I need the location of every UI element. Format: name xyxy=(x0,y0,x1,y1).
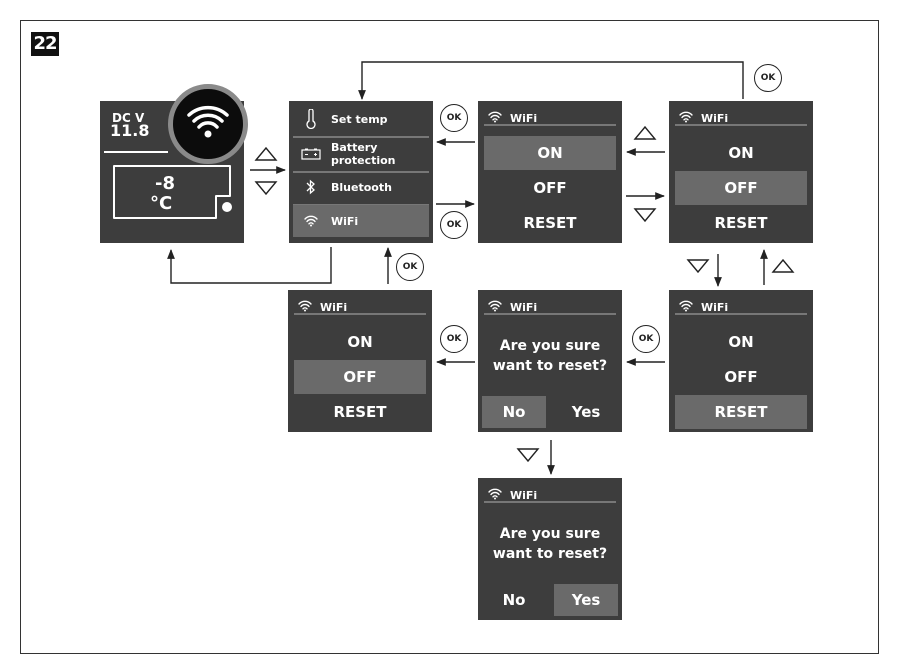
option-2[interactable]: RESET xyxy=(714,214,768,232)
voltage-label: DC V xyxy=(112,111,145,125)
divider xyxy=(484,124,616,126)
divider xyxy=(104,151,168,153)
wifi-icon xyxy=(488,488,502,503)
screen-header: WiFi xyxy=(488,111,537,126)
up-button-icon xyxy=(254,146,278,161)
down-button-icon xyxy=(516,448,540,463)
divider xyxy=(675,124,807,126)
thermometer-icon xyxy=(301,109,321,129)
home-screen: DC V 11.8 -8 °C xyxy=(100,101,244,243)
option-2[interactable]: RESET xyxy=(523,214,577,232)
screen-title: WiFi xyxy=(510,112,538,125)
wifi-icon xyxy=(301,215,321,227)
temp-frame-icon xyxy=(113,165,232,219)
down-button-icon xyxy=(254,181,278,196)
question-line: Are you sure xyxy=(499,338,601,354)
yes-button[interactable]: Yes xyxy=(571,403,601,421)
confirm-question: Are you sure want to reset? xyxy=(478,524,622,564)
battery-icon xyxy=(301,148,321,160)
menu-item-1[interactable]: Battery protection xyxy=(293,138,429,170)
confirm-question: Are you sure want to reset? xyxy=(478,336,622,376)
ok-button-icon: OK xyxy=(632,325,660,353)
figure-frame xyxy=(20,20,879,654)
option-0[interactable]: ON xyxy=(728,144,754,162)
ok-button-icon: OK xyxy=(396,253,424,281)
divider xyxy=(675,313,807,315)
screen-header: WiFi xyxy=(679,111,728,126)
option-0[interactable]: ON xyxy=(728,333,754,351)
menu-item-label: Set temp xyxy=(331,112,388,126)
figure-number: 22 xyxy=(31,32,59,56)
divider xyxy=(293,171,429,173)
arrow-back-to-menu xyxy=(358,61,744,100)
wifi-icon xyxy=(679,300,693,315)
menu-item-label: Battery protection xyxy=(331,141,396,167)
option-2[interactable]: RESET xyxy=(675,395,807,429)
down-button-icon xyxy=(686,259,710,274)
screen-header: WiFi xyxy=(298,300,347,315)
screen-title: WiFi xyxy=(510,489,538,502)
temp-value: -8 xyxy=(155,173,175,194)
option-1[interactable]: OFF xyxy=(675,171,807,205)
screen-title: WiFi xyxy=(701,112,729,125)
ok-button-icon: OK xyxy=(754,64,782,92)
no-button[interactable]: No xyxy=(482,396,546,428)
down-button-icon xyxy=(633,208,657,223)
arrow-menu-to-home xyxy=(167,247,332,284)
ok-button-icon: OK xyxy=(440,211,468,239)
voltage-value: 11.8 xyxy=(110,121,150,140)
option-1[interactable]: OFF xyxy=(533,179,567,197)
option-1[interactable]: OFF xyxy=(294,360,426,394)
screen-header: WiFi xyxy=(488,488,537,503)
wifi-icon xyxy=(679,111,693,126)
menu-item-2[interactable]: Bluetooth xyxy=(293,171,429,203)
question-line: want to reset? xyxy=(492,546,608,562)
option-0[interactable]: ON xyxy=(347,333,373,351)
screen-title: WiFi xyxy=(701,301,729,314)
no-button[interactable]: No xyxy=(502,591,526,609)
question-line: Are you sure xyxy=(499,526,601,542)
screen-header: WiFi xyxy=(679,300,728,315)
up-button-icon xyxy=(771,258,795,273)
wifi-icon xyxy=(488,111,502,126)
wifi-status-badge xyxy=(168,84,248,164)
menu-item-0[interactable]: Set temp xyxy=(293,103,429,135)
bluetooth-icon xyxy=(301,179,321,195)
yes-button[interactable]: Yes xyxy=(554,584,618,616)
screen-title: WiFi xyxy=(320,301,348,314)
temp-unit: °C xyxy=(150,193,173,214)
screen-header: WiFi xyxy=(488,300,537,315)
option-1[interactable]: OFF xyxy=(724,368,758,386)
wifi-icon xyxy=(488,300,502,315)
menu-item-3[interactable]: WiFi xyxy=(293,205,429,237)
option-2[interactable]: RESET xyxy=(333,403,387,421)
wifi-icon xyxy=(187,105,229,138)
ok-button-icon: OK xyxy=(440,104,468,132)
option-0[interactable]: ON xyxy=(484,136,616,170)
divider xyxy=(484,313,616,315)
question-line: want to reset? xyxy=(492,358,608,374)
wifi-icon xyxy=(298,300,312,315)
divider xyxy=(294,313,426,315)
screen-title: WiFi xyxy=(510,301,538,314)
menu-item-label: WiFi xyxy=(331,214,359,228)
divider xyxy=(484,501,616,503)
ok-button-icon: OK xyxy=(440,325,468,353)
divider xyxy=(293,136,429,138)
up-button-icon xyxy=(633,125,657,140)
menu-item-label: Bluetooth xyxy=(331,180,392,194)
